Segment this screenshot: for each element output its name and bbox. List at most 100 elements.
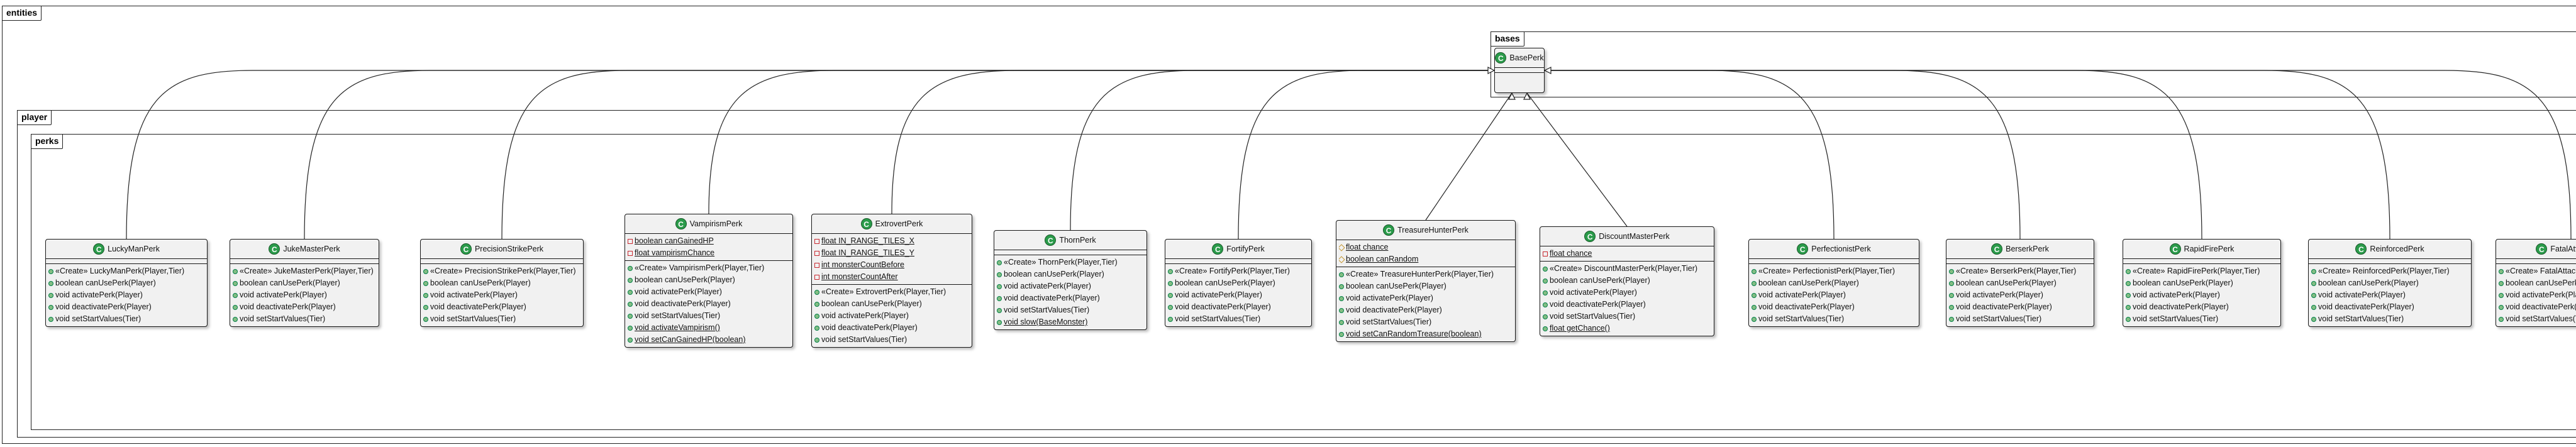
field-0: float chance [1543, 248, 1711, 260]
method-text: void setStartValues(Tier) [1956, 314, 2042, 323]
method-text: void setStartValues(Tier) [1004, 306, 1090, 314]
class-icon: C [860, 218, 872, 229]
method-text: «Create» ThornPerk(Player,Tier) [1004, 258, 1118, 267]
method-2: void activatePerk(Player) [1543, 287, 1711, 299]
class-fatalattackperk[interactable]: CFatalAttackPerk«Create» FatalAttackPerk… [2496, 239, 2576, 327]
method-4: void setStartValues(Tier) [814, 334, 969, 346]
method-0: «Create» JukeMasterPerk(Player,Tier) [233, 265, 376, 277]
method-text: void deactivatePerk(Player) [821, 323, 918, 332]
method-text: void deactivatePerk(Player) [2133, 302, 2229, 311]
method-text: void setStartValues(Tier) [2318, 314, 2404, 323]
method-text: void slow(BaseMonster) [1004, 317, 1088, 326]
fields-section [421, 258, 583, 263]
method-text: void activatePerk(Player) [1956, 290, 2043, 299]
method-0: «Create» LuckyManPerk(Player,Tier) [48, 265, 204, 277]
public-visibility-icon [1168, 316, 1173, 322]
method-3: void deactivatePerk(Player) [423, 301, 580, 313]
public-visibility-icon [628, 301, 633, 307]
public-visibility-icon [997, 319, 1002, 325]
method-text: void setCanGainedHP(boolean) [635, 335, 746, 344]
method-text: boolean canUsePerk(Player) [1346, 282, 1446, 290]
method-1: boolean canUsePerk(Player) [628, 274, 790, 286]
class-icon: C [1212, 243, 1224, 255]
class-baseperk[interactable]: C BasePerk [1494, 48, 1545, 93]
method-2: void activatePerk(Player) [1752, 289, 1916, 301]
public-visibility-icon [997, 307, 1002, 313]
public-visibility-icon [628, 289, 633, 295]
public-visibility-icon [2499, 280, 2504, 286]
method-4: void setStartValues(Tier) [1543, 311, 1711, 323]
method-text: void setStartValues(Tier) [2133, 314, 2219, 323]
method-text: void activatePerk(Player) [2133, 290, 2220, 299]
methods-section: «Create» PerfectionistPerk(Player,Tier)b… [1749, 263, 1919, 326]
method-0: «Create» DiscountMasterPerk(Player,Tier) [1543, 263, 1711, 275]
class-name: BasePerk [1509, 53, 1544, 62]
method-text: boolean canUsePerk(Player) [1004, 270, 1104, 279]
method-text: void activatePerk(Player) [1175, 290, 1262, 299]
methods-section: «Create» ThornPerk(Player,Tier) boolean c… [994, 255, 1146, 329]
public-visibility-icon [1949, 292, 1954, 298]
public-visibility-icon [1543, 266, 1548, 272]
public-visibility-icon [1339, 272, 1344, 277]
public-visibility-icon [1339, 284, 1344, 289]
class-icon: C [93, 243, 105, 255]
public-visibility-icon [2499, 268, 2504, 274]
class-header: CFatalAttackPerk [2496, 240, 2576, 258]
class-name: TreasureHunterPerk [1397, 226, 1468, 235]
private-visibility-icon [628, 238, 633, 244]
method-0: «Create» ReinforcedPerk(Player,Tier) [2311, 265, 2468, 277]
method-5: float getChance() [1543, 323, 1711, 334]
methods-section: «Create» VampirismPerk(Player,Tier)boole… [625, 260, 792, 347]
method-0: «Create» BerserkPerk(Player,Tier) [1949, 265, 2091, 277]
method-text: void deactivatePerk(Player) [1175, 302, 1271, 311]
class-name: JukeMasterPerk [283, 245, 340, 253]
fields-section [46, 258, 207, 263]
method-1: boolean canUsePerk(Player) [48, 277, 204, 289]
public-visibility-icon [1752, 316, 1757, 322]
public-visibility-icon [1339, 331, 1344, 337]
method-text: «Create» ReinforcedPerk(Player,Tier) [2318, 267, 2450, 275]
method-text: void activatePerk(Player) [635, 287, 722, 296]
field-text: float IN_RANGE_TILES_X [821, 236, 914, 245]
public-visibility-icon [48, 292, 53, 298]
method-2: void activatePerk(Player) [233, 289, 376, 301]
field-text: float vampirismChance [635, 248, 715, 257]
private-visibility-icon [814, 274, 819, 280]
package-entities-label: entities [2, 6, 42, 21]
public-visibility-icon [997, 295, 1002, 301]
public-visibility-icon [233, 268, 238, 274]
method-text: boolean canUsePerk(Player) [2318, 279, 2419, 287]
methods-section: «Create» DiscountMasterPerk(Player,Tier)… [1540, 261, 1714, 336]
method-text: void deactivatePerk(Player) [1346, 306, 1442, 314]
method-2: void activatePerk(Player) [2499, 289, 2576, 301]
public-visibility-icon [233, 316, 238, 322]
public-visibility-icon [1168, 280, 1173, 286]
method-text: boolean canUsePerk(Player) [635, 275, 735, 284]
method-0: «Create» PerfectionistPerk(Player,Tier) [1752, 265, 1916, 277]
methods-section: «Create» JukeMasterPerk(Player,Tier)bool… [230, 263, 379, 326]
method-2: void activatePerk(Player) [423, 289, 580, 301]
public-visibility-icon [1949, 268, 1954, 274]
public-visibility-icon [628, 265, 633, 271]
method-3: void deactivatePerk(Player) [233, 301, 376, 313]
method-text: boolean canUsePerk(Player) [1956, 279, 2057, 287]
public-visibility-icon [1543, 302, 1548, 307]
fields-section [230, 258, 379, 263]
fields-section [1749, 258, 1919, 263]
